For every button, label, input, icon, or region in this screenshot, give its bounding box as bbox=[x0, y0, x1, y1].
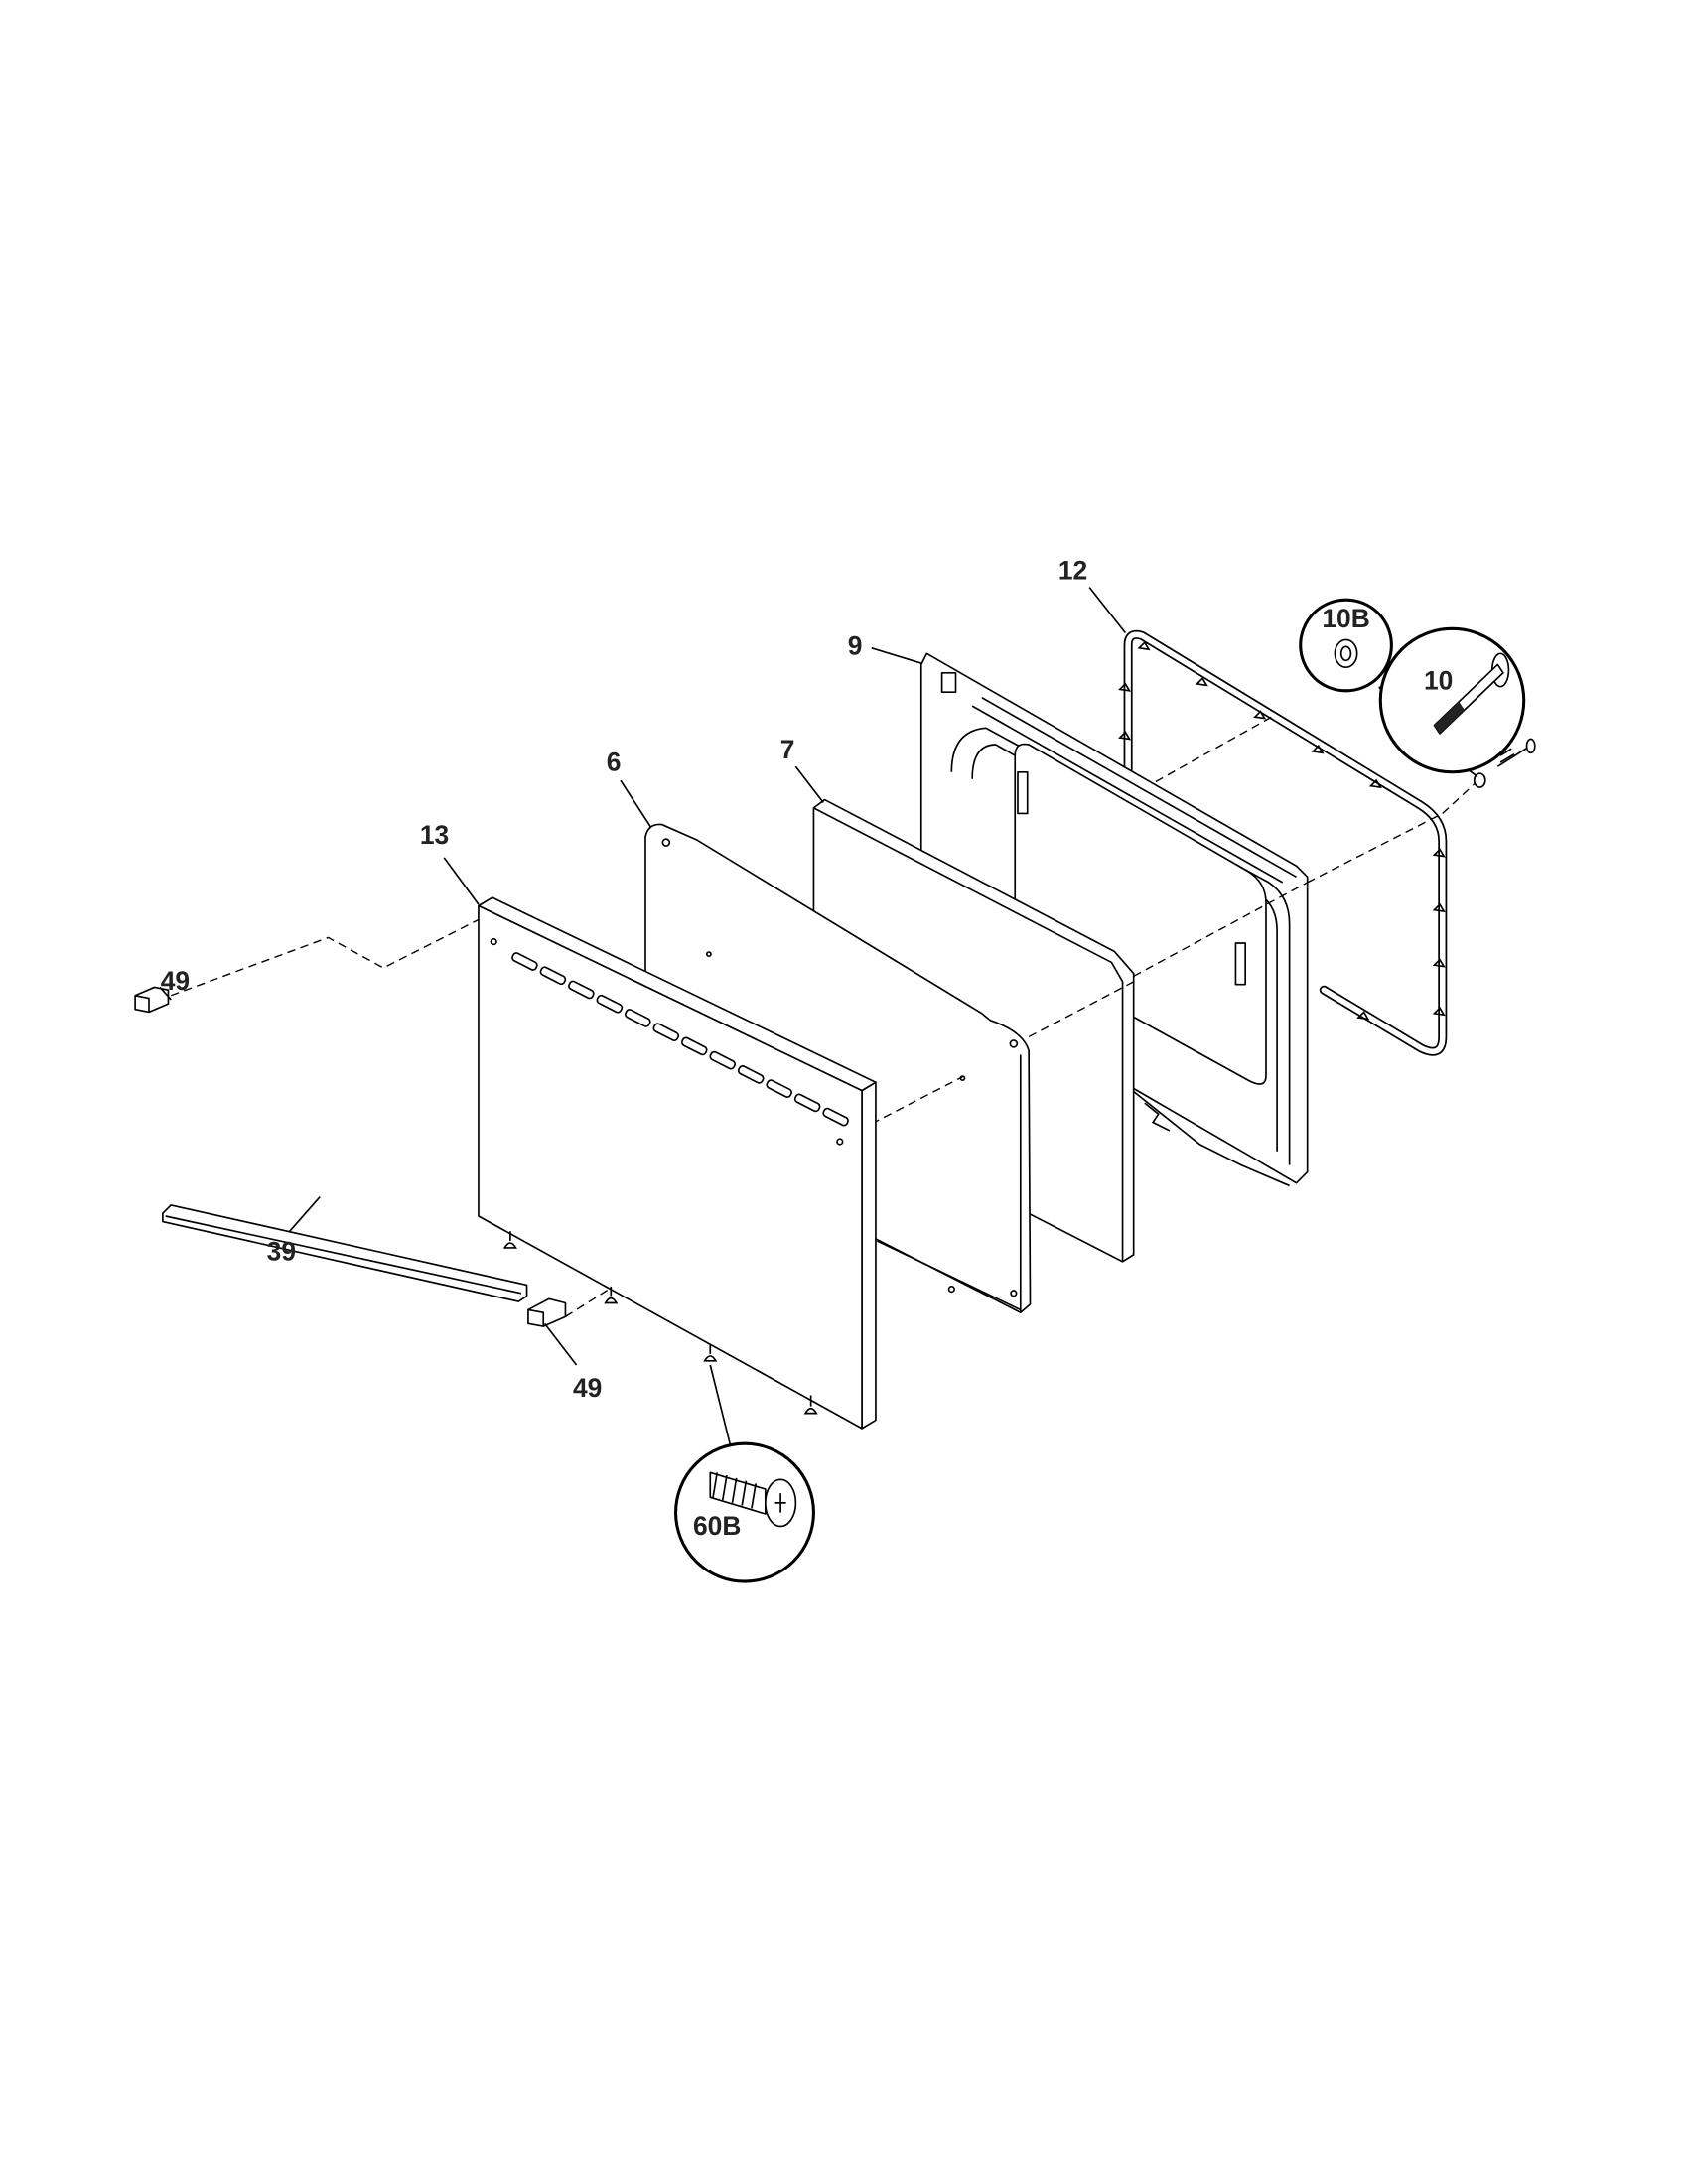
frame-12 bbox=[1118, 629, 1448, 1056]
callout-12: 12 bbox=[1058, 555, 1087, 585]
vent-slot bbox=[511, 952, 538, 971]
callout-60b: 60B bbox=[693, 1511, 741, 1541]
callout-49-left: 49 bbox=[161, 966, 190, 996]
vent-slot bbox=[596, 994, 624, 1014]
bracket bbox=[1234, 942, 1246, 986]
detail-circle-10: 10 bbox=[1378, 626, 1526, 774]
alignment-lines bbox=[170, 716, 1480, 1317]
callout-7: 7 bbox=[780, 735, 795, 764]
vent-slot bbox=[709, 1050, 737, 1070]
vent-slot bbox=[737, 1065, 765, 1084]
vent-slot bbox=[766, 1079, 792, 1098]
vent-slot bbox=[793, 1093, 821, 1113]
vent-slot bbox=[680, 1036, 708, 1056]
frame-clips bbox=[1118, 640, 1446, 1021]
screw-10-small bbox=[1496, 738, 1536, 767]
vent-slots bbox=[511, 952, 849, 1127]
vent-slot bbox=[568, 980, 595, 1000]
vent-slot bbox=[822, 1107, 849, 1127]
panel-screws bbox=[502, 1231, 818, 1415]
callout-13: 13 bbox=[420, 820, 449, 850]
callout-9: 9 bbox=[848, 631, 863, 661]
rail-39 bbox=[162, 1204, 528, 1302]
bracket bbox=[1017, 770, 1029, 815]
clip-49-right bbox=[527, 1297, 567, 1327]
clip-49-left bbox=[134, 986, 170, 1014]
washer-10b-small bbox=[1473, 772, 1486, 788]
vent-slot bbox=[652, 1023, 680, 1042]
callout-6: 6 bbox=[607, 747, 622, 776]
panel-9 bbox=[919, 652, 1309, 1187]
vent-slot bbox=[625, 1009, 651, 1027]
callout-10b: 10B bbox=[1322, 604, 1369, 633]
detail-circle-10b: 10B bbox=[1299, 598, 1393, 693]
callout-49-right: 49 bbox=[573, 1373, 602, 1403]
detail-circle-60b: 60B bbox=[674, 1441, 815, 1583]
vent-slot bbox=[539, 966, 567, 986]
hinge-bracket bbox=[940, 671, 957, 694]
panel-13 bbox=[478, 896, 877, 1430]
callout-10: 10 bbox=[1424, 665, 1453, 695]
callout-39: 39 bbox=[267, 1236, 296, 1266]
